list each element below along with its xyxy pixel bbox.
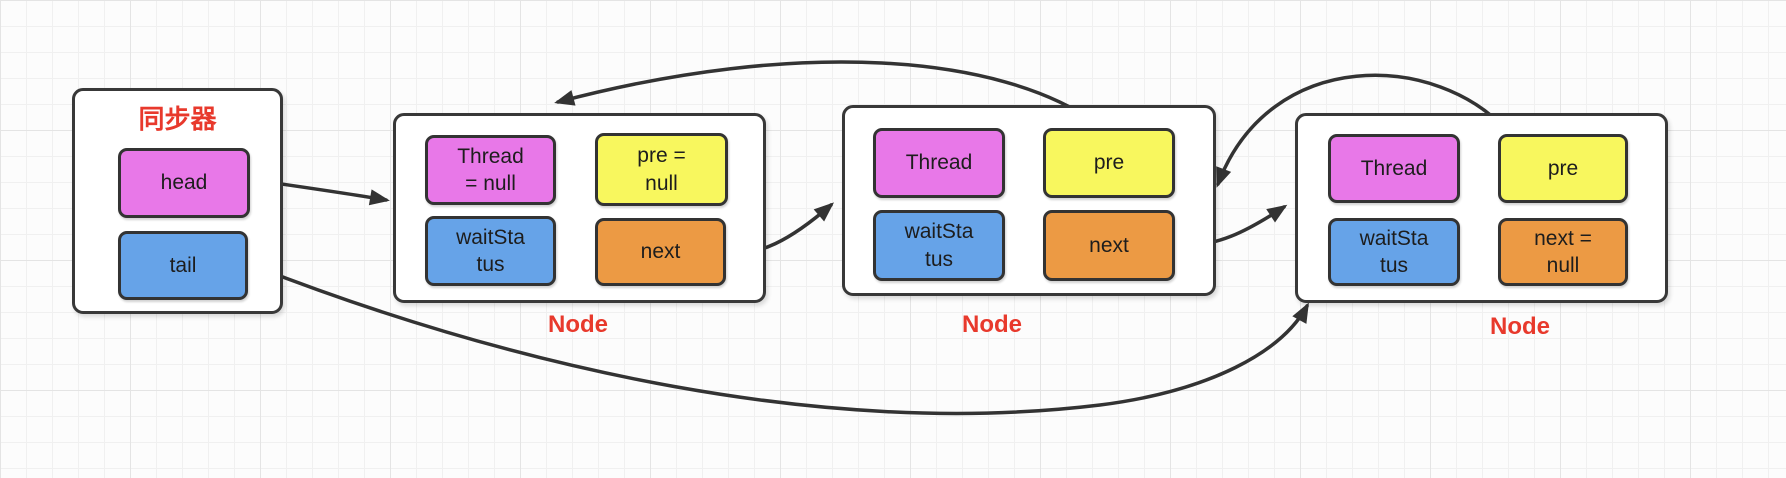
node3-waitstatus-field: waitSta tus xyxy=(1328,218,1460,286)
node2-waitstatus-field: waitSta tus xyxy=(873,210,1005,281)
node1-waitstatus-field: waitSta tus xyxy=(425,216,556,286)
node3-box: Thread pre waitSta tus next = null xyxy=(1295,113,1668,303)
node2-next-field: next xyxy=(1043,210,1175,281)
synchronizer-title: 同步器 xyxy=(138,104,217,134)
node1-next-field: next xyxy=(595,218,726,286)
node1-box: Thread = null pre = null waitSta tus nex… xyxy=(393,113,766,303)
node2-thread-field: Thread xyxy=(873,128,1005,198)
node3-pre-field: pre xyxy=(1498,134,1628,203)
node1-pre-field: pre = null xyxy=(595,133,728,206)
node2-caption: Node xyxy=(962,311,1022,338)
tail-field: tail xyxy=(118,231,248,300)
node3-thread-field: Thread xyxy=(1328,134,1460,203)
node3-caption: Node xyxy=(1490,313,1550,340)
node1-caption: Node xyxy=(548,311,608,338)
head-field: head xyxy=(118,148,250,218)
node3-next-field: next = null xyxy=(1498,218,1628,286)
node2-box: Thread pre waitSta tus next xyxy=(842,105,1216,296)
node1-thread-field: Thread = null xyxy=(425,135,556,205)
node2-pre-field: pre xyxy=(1043,128,1175,198)
synchronizer-box: 同步器 head tail xyxy=(72,88,283,314)
